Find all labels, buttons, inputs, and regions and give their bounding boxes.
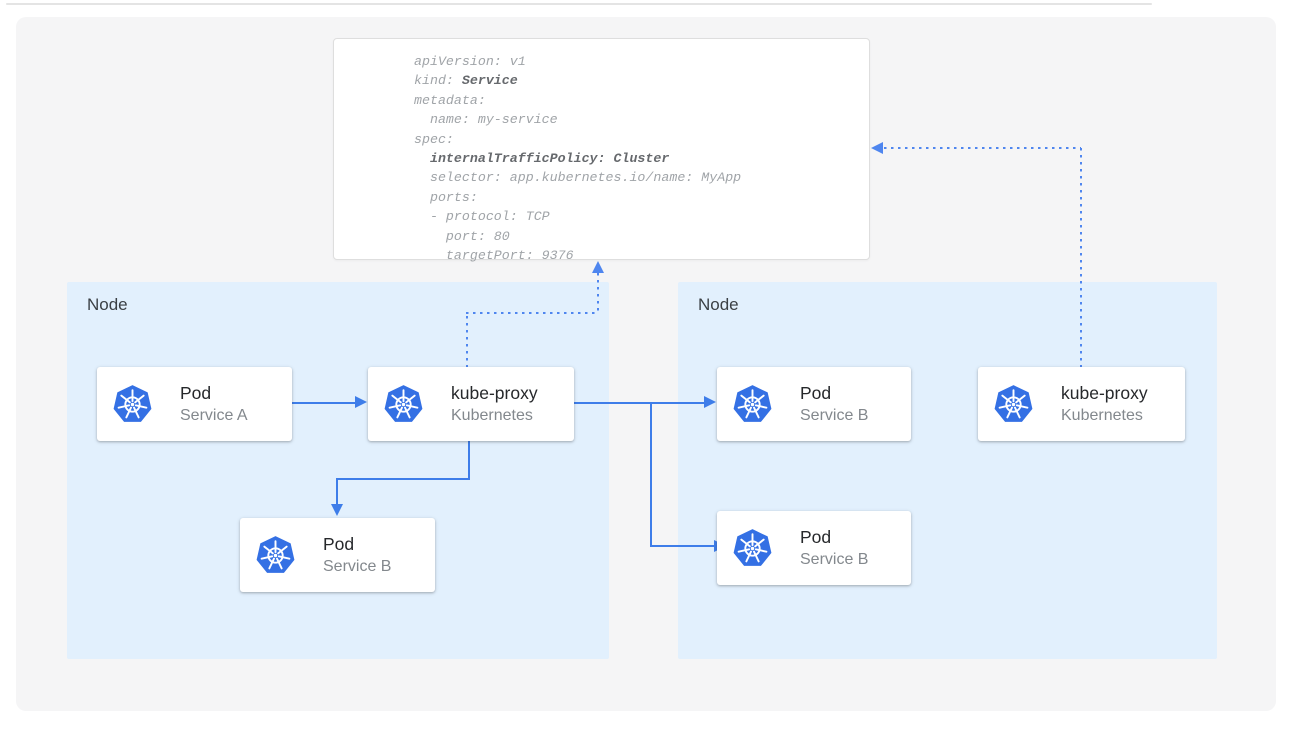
card-subtitle: Service B: [323, 558, 392, 575]
dotted-to-yaml-bottom-head: [592, 261, 604, 273]
dotted-kubeproxy-up-line: [466, 316, 468, 367]
dotted-horizontal-right-line: [884, 147, 1081, 149]
arrow-branch-to-podb-right-bottom-line: [650, 545, 716, 547]
dotted-kubeproxy-right-up-line: [1080, 148, 1082, 367]
card-title: Pod: [800, 383, 832, 403]
card-title: Pod: [800, 527, 832, 547]
card-title: Pod: [323, 534, 355, 554]
dotted-horizontal-left-line: [466, 312, 599, 314]
node-left: Node: [67, 282, 609, 659]
dotted-to-yaml-bottom-line: [597, 273, 599, 313]
arrow-kubeproxy-to-podb-right-top-head: [704, 396, 716, 408]
arrow-to-podb-left-head: [331, 504, 343, 516]
card-subtitle: Service B: [800, 551, 869, 568]
kubernetes-icon: [732, 384, 773, 425]
kubernetes-icon: [993, 384, 1034, 425]
arrow-kubeproxy-down-line: [468, 441, 470, 480]
card-subtitle: Service B: [800, 407, 869, 424]
arrow-poda-to-kubeproxy-line: [292, 402, 356, 404]
card-title: kube-proxy: [451, 383, 538, 403]
node-label: Node: [87, 295, 128, 314]
node-label: Node: [698, 295, 739, 314]
arrow-to-podb-left-line: [336, 478, 338, 505]
arrow-branch-vertical-line: [650, 402, 652, 547]
node-right: Node: [678, 282, 1217, 659]
kubernetes-icon: [255, 535, 296, 576]
pod-service-b-right-bottom-card: Pod Service B: [717, 511, 911, 585]
top-divider: [6, 3, 1152, 5]
pod-service-a-card: Pod Service A: [97, 367, 292, 441]
card-subtitle: Kubernetes: [451, 407, 533, 424]
pod-service-b-left-card: Pod Service B: [240, 518, 435, 592]
pod-service-b-right-top-card: Pod Service B: [717, 367, 911, 441]
card-subtitle: Kubernetes: [1061, 407, 1143, 424]
kube-proxy-right-card: kube-proxy Kubernetes: [978, 367, 1185, 441]
dotted-to-yaml-right-head: [871, 142, 883, 154]
card-title: Pod: [180, 383, 212, 403]
kubernetes-icon: [383, 384, 424, 425]
arrow-kubeproxy-to-podb-right-top-line: [574, 402, 706, 404]
card-title: kube-proxy: [1061, 383, 1148, 403]
arrow-poda-to-kubeproxy-head: [355, 396, 367, 408]
arrow-kubeproxy-left-line: [336, 478, 470, 480]
card-subtitle: Service A: [180, 407, 248, 424]
kubernetes-icon: [732, 528, 773, 569]
kubernetes-icon: [112, 384, 153, 425]
kube-proxy-left-card: kube-proxy Kubernetes: [368, 367, 574, 441]
